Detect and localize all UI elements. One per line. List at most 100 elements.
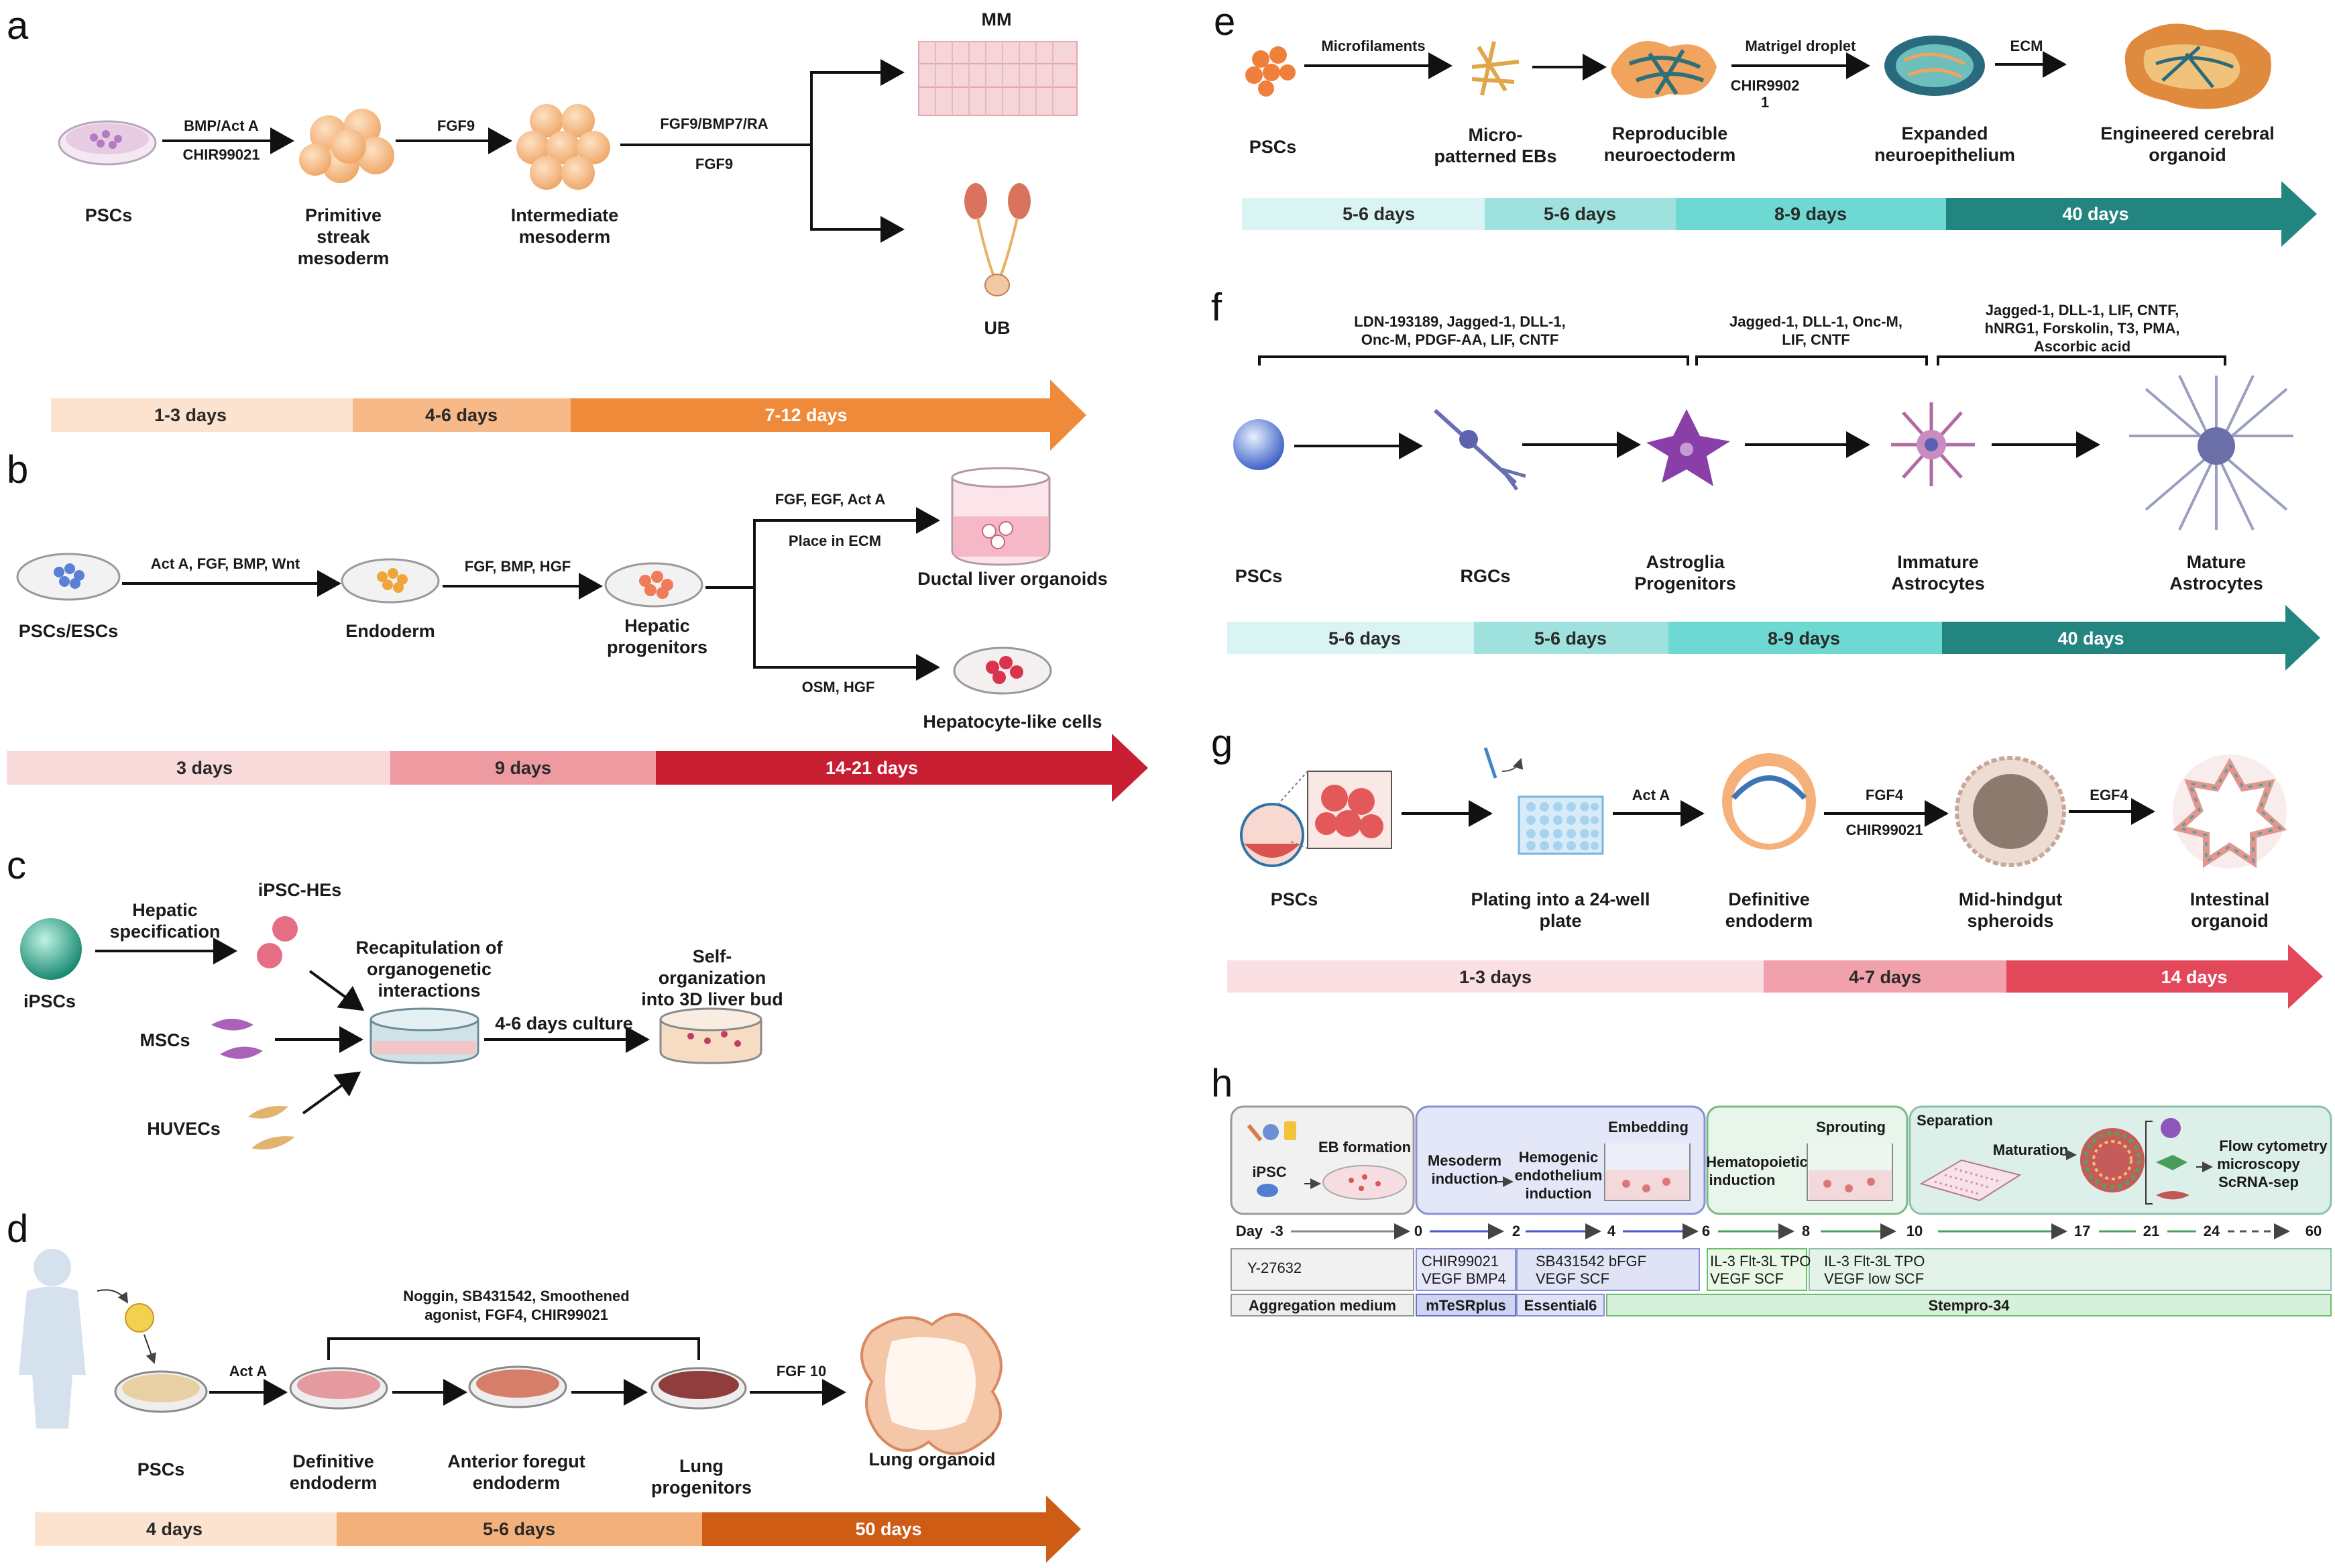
mscs-label: MSCs	[139, 1030, 190, 1050]
endoderm-dish-icon	[341, 558, 440, 604]
h-hemogenic-2: endothelium	[1515, 1167, 1603, 1184]
definitive-endoderm-g-icon	[1722, 753, 1816, 850]
stage-expanded-label-2: neuroepithelium	[1874, 145, 2015, 165]
h-day-6: 6	[1702, 1223, 1710, 1239]
stage-lung-prog-label-1: Lung	[679, 1456, 724, 1476]
panel-f-letter: f	[1211, 286, 1222, 329]
h-hemogenic-3: induction	[1526, 1185, 1592, 1202]
timeline-e-seg-1: 5-6 days	[1343, 204, 1415, 224]
intestinal-organoid-icon	[2172, 754, 2287, 869]
timeline-b-seg-1: 3 days	[176, 758, 233, 778]
stage-afe-label-2: endoderm	[473, 1473, 561, 1493]
timeline-e-seg-3: 8-9 days	[1774, 204, 1847, 224]
recap-label-3: interactions	[378, 981, 480, 1001]
stage-immature-label-2: Astrocytes	[1891, 573, 1985, 594]
timeline-e: 5-6 days 5-6 days 8-9 days 40 days	[1242, 181, 2317, 247]
stage-ductal-organoid-label: Ductal liver organoids	[917, 569, 1108, 589]
h-media-essential6: Essential6	[1524, 1297, 1597, 1314]
hepatocyte-dish-icon	[953, 647, 1052, 695]
cerebral-organoid-icon	[2124, 23, 2271, 109]
h-media-mtesr: mTeSRplus	[1426, 1297, 1505, 1314]
h-day-60: 60	[2305, 1223, 2322, 1239]
stage-psc-f-label: PSCs	[1235, 566, 1283, 586]
timeline-a: 1-3 days 4-6 days 7-12 days	[51, 380, 1086, 451]
stage-mpeb-label-1: Micro-	[1469, 125, 1523, 145]
timeline-f-seg-3: 8-9 days	[1768, 628, 1840, 649]
factor-egf4: EGF4	[2090, 787, 2128, 803]
h-sprouting: Sprouting	[1816, 1119, 1886, 1135]
bracket-d	[327, 1337, 700, 1360]
separation-plate-icon	[1919, 1159, 2022, 1202]
human-silhouette-icon	[19, 1249, 86, 1429]
primitive-streak-cells-icon	[299, 109, 394, 183]
panel-g-letter: g	[1211, 722, 1233, 765]
recap-label-1: Recapitulation of	[355, 938, 503, 958]
timeline-d-seg-3: 50 days	[855, 1519, 921, 1539]
factor-f2-line-1: Jagged-1, DLL-1, Onc-M,	[1729, 313, 1902, 330]
self-org-label-1: Self-	[693, 946, 732, 966]
h-media-stempro: Stempro-34	[1928, 1297, 2010, 1314]
stage-astroglia-label-2: Progenitors	[1634, 573, 1736, 594]
ductal-organoid-well-icon	[951, 467, 1051, 566]
timeline-b-seg-3: 14-21 days	[825, 758, 918, 778]
h-day-8: 8	[1802, 1223, 1810, 1239]
factor-osm-hgf: OSM, HGF	[802, 679, 875, 695]
ipsc-hes-cells-icon	[257, 916, 298, 968]
stage-lung-organoid-label: Lung organoid	[869, 1449, 996, 1469]
h-ipsc: iPSC	[1252, 1164, 1286, 1180]
timeline-d-seg-1: 4 days	[146, 1519, 203, 1539]
panel-h-letter: h	[1211, 1062, 1233, 1105]
definitive-endoderm-dish-icon	[289, 1367, 388, 1410]
self-org-label-2: organization	[659, 968, 766, 988]
factor-fgf9-a: FGF9	[437, 117, 475, 134]
micropatterned-eb-icon	[1471, 41, 1520, 96]
stage-neuroecto-label-1: Reproducible	[1612, 123, 1728, 144]
recap-label-2: organogenetic	[367, 959, 492, 979]
hepatic-spec-label-1: Hepatic	[132, 900, 198, 920]
factor-microfilaments: Microfilaments	[1321, 38, 1425, 54]
stage-immature-label-1: Immature	[1897, 552, 1979, 572]
stage-mature-label-2: Astrocytes	[2169, 573, 2263, 594]
h-day-axis: Day -3 0 2 4 6 8 10 17 21 24 60	[1236, 1223, 2322, 1239]
stage-ps-label-2: streak	[317, 227, 371, 247]
panel-g: g PSCs Plating into a 24-well plate Act …	[1211, 722, 2323, 1009]
mid-hindgut-spheroid-icon	[1955, 756, 2066, 867]
timeline-a-seg-2: 4-6 days	[425, 405, 498, 425]
factor-fgf9-bmp7-ra: FGF9/BMP7/RA	[660, 115, 768, 132]
branch-mm-arrow	[810, 59, 905, 145]
h-eb-formation: EB formation	[1318, 1139, 1411, 1156]
liver-bud-dish-icon	[659, 1007, 762, 1064]
immature-astrocyte-icon	[1891, 402, 1975, 486]
bracket-f2	[1695, 355, 1928, 366]
mm-tissue-icon	[918, 41, 1078, 116]
psc-d-dish-icon	[114, 1370, 208, 1413]
panel-c-letter: c	[7, 844, 26, 887]
stage-de-g-label-1: Definitive	[1728, 889, 1810, 909]
factor-place-ecm: Place in ECM	[789, 533, 881, 549]
stage-de-g-label-2: endoderm	[1725, 911, 1813, 931]
h-day-word: Day	[1236, 1223, 1263, 1239]
timeline-b-seg-2: 9 days	[495, 758, 551, 778]
stage-spheroid-label-2: spheroids	[1967, 911, 2053, 931]
timeline-e-seg-4: 40 days	[2062, 204, 2128, 224]
h-bracket	[2145, 1121, 2153, 1205]
stage-lung-prog-label-2: progenitors	[651, 1477, 752, 1498]
h-mesoderm-2: induction	[1432, 1170, 1498, 1187]
stage-expanded-label-1: Expanded	[1901, 123, 1988, 144]
timeline-f-seg-2: 5-6 days	[1534, 628, 1607, 649]
timeline-f: 5-6 days 5-6 days 8-9 days 40 days	[1227, 605, 2320, 671]
factor-f2-line-2: LIF, CNTF	[1782, 331, 1849, 348]
factor-chir-e-2: 1	[1761, 94, 1769, 111]
h-day-4: 4	[1607, 1223, 1616, 1239]
lung-progenitor-dish-icon	[650, 1367, 747, 1410]
factor-f3-line-3: Ascorbic acid	[2034, 338, 2130, 355]
h-box-eb	[1230, 1105, 1415, 1215]
ipsc-sphere-icon	[20, 918, 82, 980]
timeline-g-seg-3: 14 days	[2161, 967, 2227, 987]
psc-e-cells-icon	[1245, 46, 1296, 97]
timeline-g-seg-2: 4-7 days	[1849, 967, 1921, 987]
stage-plating-label-2: plate	[1539, 911, 1581, 931]
panel-b-letter: b	[7, 448, 28, 492]
bracket-f3	[1937, 355, 2226, 366]
